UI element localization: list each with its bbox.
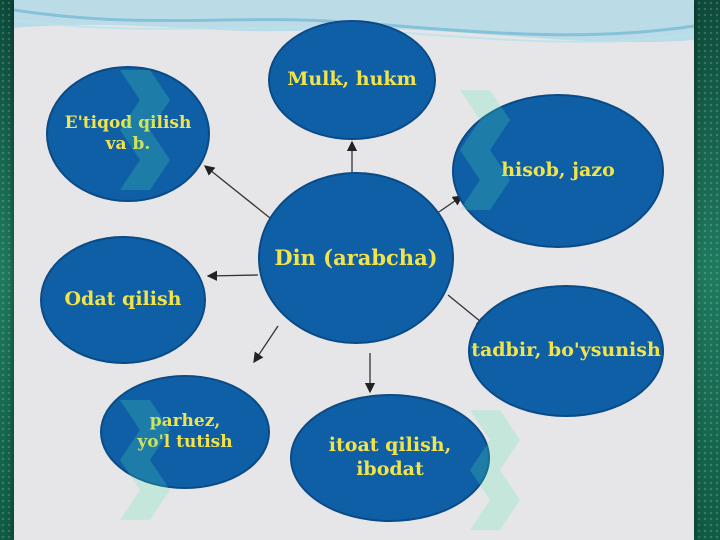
arrow-to-etiqod [203,165,271,219]
arrow-to-odat [206,270,259,282]
soff-watermark-logo [470,410,520,530]
soff-watermark-logo [120,400,170,520]
node-hisob-jazo: hisob, jazo [452,94,664,248]
arrow-to-hisob [435,195,464,215]
node-itoat-qilish: itoat qilish, ibodat [290,394,490,522]
node-etiqod-qilish: E'tiqod qilish va b. [46,66,210,202]
node-odat-qilish: Odat qilish [40,236,206,364]
node-parhez: parhez, yo'l tutish [100,375,270,489]
soff-watermark-logo [120,70,170,190]
arrow-to-parhez [253,325,279,364]
soff-watermark-logo [460,90,510,210]
node-mulk-hukm: Mulk, hukm [268,20,436,140]
node-tadbir: tadbir, bo'ysunish [468,285,664,417]
node-din-center: Din (arabcha) [258,172,454,344]
